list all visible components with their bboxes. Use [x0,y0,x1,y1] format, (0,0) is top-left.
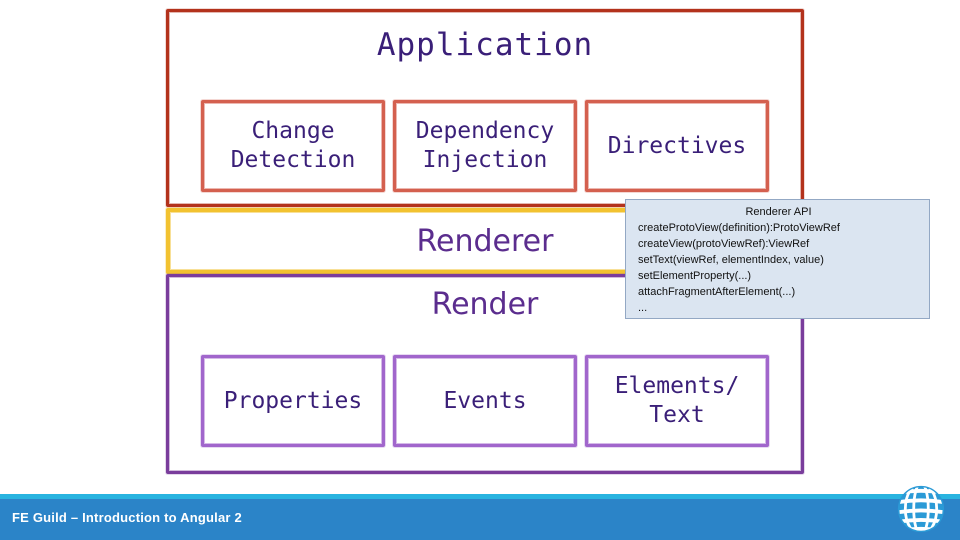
renderer-api-callout: Renderer API createProtoView(definition)… [625,199,930,319]
renderer-api-line: setElementProperty(...) [638,269,752,282]
footer-title: FE Guild – Introduction to Angular 2 [12,510,242,525]
box-directives-label: Directives [607,132,747,159]
box-events: Events [393,355,577,447]
box-dependency-injection-label: Dependency Injection [415,118,555,173]
box-elements-text: Elements/ Text [585,355,769,447]
renderer-api-line: ... [638,301,648,314]
layer-application-boxes: Change Detection Dependency Injection Di… [169,100,801,192]
footer-accent-strip [0,494,960,499]
box-change-detection-label: Change Detection [230,118,356,173]
layer-application: Application Change Detection Dependency … [166,9,804,207]
box-properties-label: Properties [223,387,363,414]
box-elements-text-label: Elements/ Text [614,373,740,428]
layer-render-boxes: Properties Events Elements/ Text [169,355,801,447]
box-change-detection: Change Detection [201,100,385,192]
box-events-label: Events [443,387,527,414]
box-directives: Directives [585,100,769,192]
renderer-api-line: setText(viewRef, elementIndex, value) [638,253,824,266]
att-globe-icon [897,485,945,533]
box-properties: Properties [201,355,385,447]
renderer-api-line: createProtoView(definition):ProtoViewRef [638,222,840,234]
layer-render-title: Render [431,287,539,322]
renderer-api-title: Renderer API [745,206,812,218]
renderer-api-line: attachFragmentAfterElement(...) [638,285,796,298]
renderer-api-line: createView(protoViewRef):ViewRef [638,237,810,250]
footer-bar [0,499,960,540]
layer-renderer-title: Renderer [416,224,554,259]
layer-application-title: Application [376,27,594,63]
box-dependency-injection: Dependency Injection [393,100,577,192]
